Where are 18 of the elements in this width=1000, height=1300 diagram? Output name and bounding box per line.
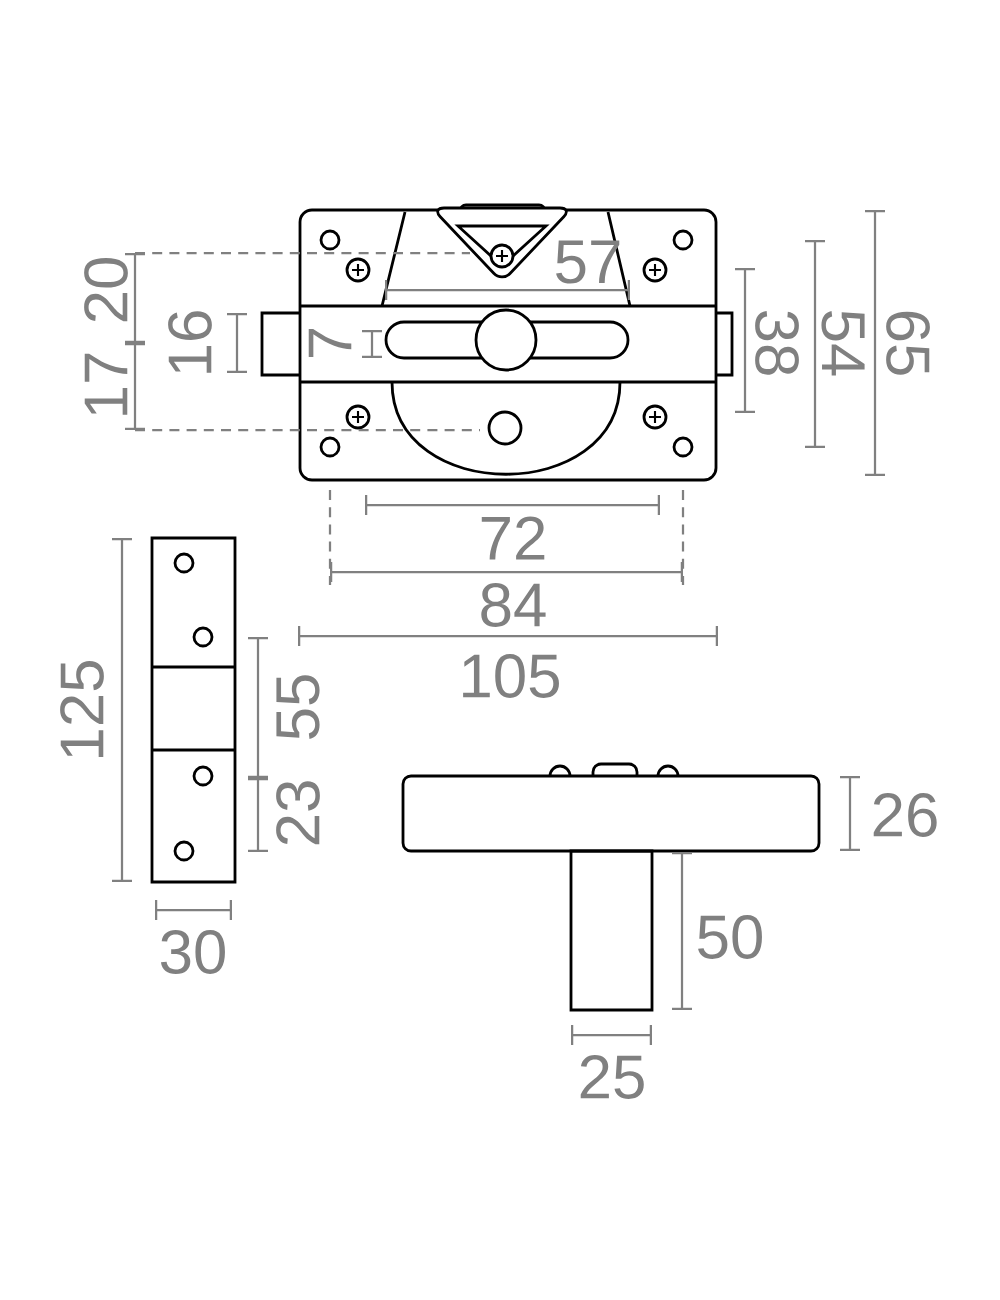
dimension-label: 23 [276, 781, 320, 845]
dimension-label: 84 [481, 583, 546, 627]
dimension-label: 105 [463, 654, 559, 698]
dimension-label: 125 [60, 661, 104, 757]
dimension-label: 30 [160, 930, 225, 974]
dimension-label: 26 [873, 793, 937, 837]
dimension-label: 20 [84, 258, 128, 322]
dimension-label: 38 [755, 310, 799, 375]
dimension-label: 25 [580, 1055, 644, 1099]
dimension-label: 17 [84, 353, 128, 415]
dimension-label: 16 [168, 311, 212, 373]
dimension-label: 57 [556, 240, 620, 284]
dimension-label: 7 [308, 328, 352, 358]
dimension-label: 54 [821, 311, 865, 376]
dimension-label: 72 [481, 516, 545, 560]
dimension-label: 55 [276, 675, 320, 739]
dimension-label: 50 [698, 915, 762, 959]
dimension-label: 65 [886, 311, 930, 375]
